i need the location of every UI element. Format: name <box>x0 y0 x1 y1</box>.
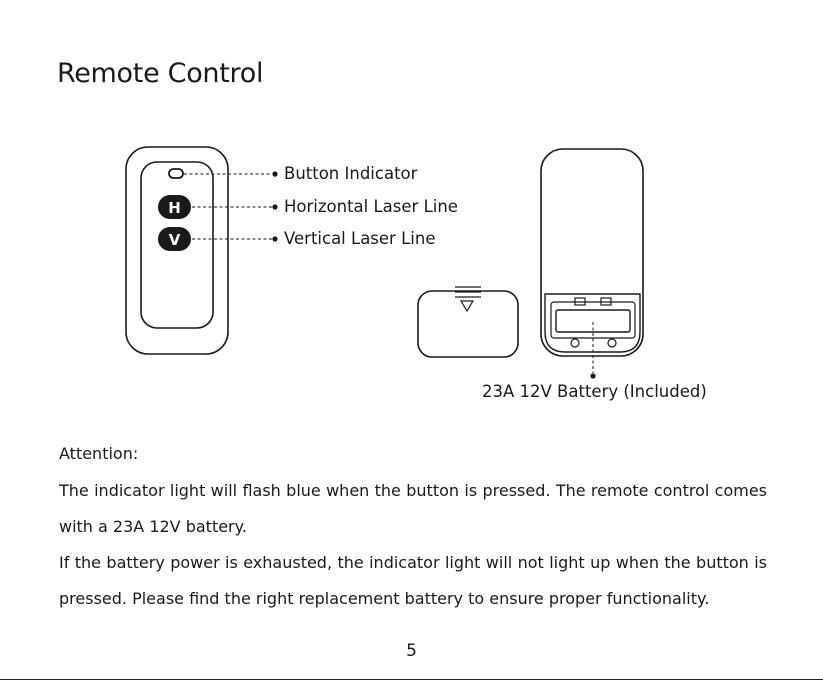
callout-vertical-laser-line: Vertical Laser Line <box>284 229 436 248</box>
remote-front-body <box>125 146 229 355</box>
button-indicator-light <box>168 168 184 179</box>
page-title: Remote Control <box>57 58 264 89</box>
battery-compartment <box>544 293 641 353</box>
arrow-down-icon <box>459 300 475 313</box>
remote-back-illustration <box>540 148 644 357</box>
button-h: H <box>158 195 191 219</box>
button-v: V <box>158 227 191 251</box>
battery-cover-body <box>417 290 519 358</box>
attention-heading: Attention: <box>59 444 139 463</box>
battery-contact-left <box>574 297 586 306</box>
remote-back-body <box>540 148 644 357</box>
callout-button-indicator: Button Indicator <box>284 164 418 183</box>
remote-control-diagram: H V <box>125 146 644 379</box>
screw-hole-left <box>570 338 580 348</box>
callout-dots <box>272 171 278 242</box>
battery-cover-illustration <box>417 286 519 358</box>
button-v-label: V <box>169 231 181 249</box>
attention-paragraph-1: The indicator light will flash blue when… <box>59 481 767 536</box>
button-h-label: H <box>168 199 181 217</box>
callout-leaders <box>184 173 272 240</box>
battery-contact-right <box>600 297 612 306</box>
remote-front-illustration <box>125 146 229 355</box>
page-number: 5 <box>406 641 417 661</box>
callout-horizontal-laser-line: Horizontal Laser Line <box>284 197 458 216</box>
battery-cell <box>555 309 631 333</box>
remote-front-panel <box>140 161 214 329</box>
footer-rule <box>0 679 823 680</box>
attention-paragraph-2: If the battery power is exhausted, the i… <box>59 553 767 608</box>
callout-battery: 23A 12V Battery (Included) <box>482 382 707 401</box>
screw-hole-right <box>607 338 617 348</box>
battery-compartment-inner <box>550 301 636 339</box>
battery-leader-dot <box>590 373 596 379</box>
